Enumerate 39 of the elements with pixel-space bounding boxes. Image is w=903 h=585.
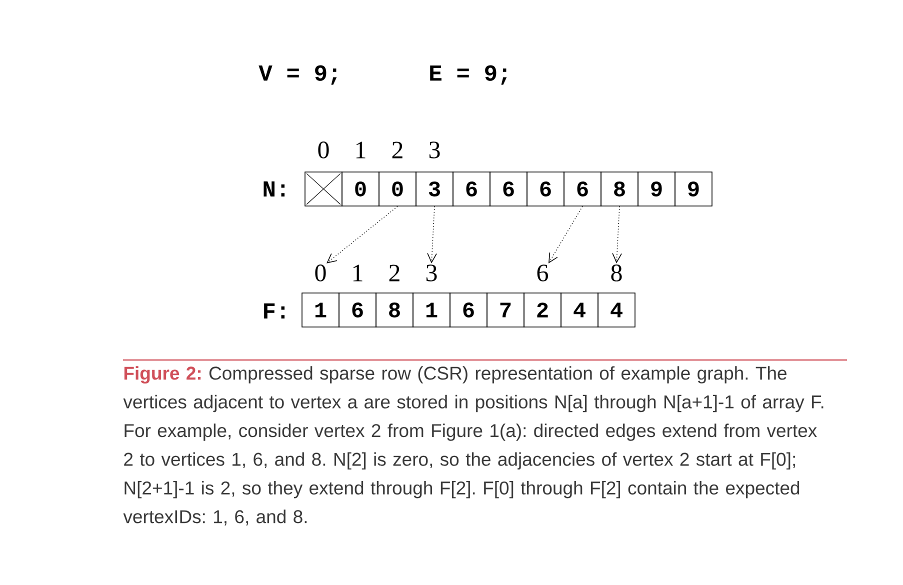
count-label: E = 9;: [430, 65, 507, 85]
crossed-cell: [304, 172, 342, 206]
pointer-arrow: [548, 206, 583, 264]
pointer-arrow: [612, 206, 622, 264]
array-cell: 6: [338, 292, 376, 328]
index-number: 1: [353, 264, 362, 282]
array-cell: 6: [526, 172, 564, 206]
array-label: N:: [264, 181, 285, 197]
index-number: 6: [537, 264, 548, 282]
count-label: V = 9;: [258, 65, 337, 85]
array-cell: 7: [486, 292, 524, 328]
index-number: 0: [315, 264, 326, 282]
array-cell: 8: [376, 292, 414, 328]
array-cell: 1: [302, 292, 340, 328]
index-number: 0: [318, 142, 329, 158]
array-cell: 0: [342, 172, 380, 206]
array-cell: 6: [452, 172, 490, 206]
index-number: 2: [392, 142, 402, 158]
index-number: 3: [429, 142, 440, 158]
array-cell: 8: [600, 172, 638, 206]
index-number: 8: [611, 264, 622, 282]
array-cell: 6: [450, 292, 488, 328]
index-number: 2: [389, 264, 400, 282]
array-cell: 6: [564, 172, 602, 206]
array-cell: 2: [524, 292, 562, 328]
array-cell: 1: [412, 292, 450, 328]
array-cell: 9: [638, 172, 676, 206]
array-cell: 0: [378, 172, 416, 206]
index-number: 3: [426, 264, 437, 282]
array-label: F:: [264, 303, 285, 319]
array-cell: 4: [598, 292, 636, 328]
array-cell: 6: [490, 172, 528, 206]
pointer-arrow: [326, 206, 398, 264]
array-cell: 4: [560, 292, 598, 328]
array-cell: 9: [674, 172, 712, 206]
pointer-arrow: [427, 206, 437, 264]
figure-caption: Figure 2: Compressed sparse row (CSR) representation of example graph. The vertices adjacent to vertex a are stored in positions N[a] through N[a+1]-1 of array F. For example, consider vertex 2 from Figure 1(a): directed edges extend from vertex 2 to vertices 1, 6, and 8. N[2] is zero, so the adjacencies of vertex 2 start at F[0]; N[2+1]-1 is 2, so they extend through F[2]. F[0] through F[2] contain the expected vertexIDs: 1, 6, and 8.: [123, 366, 824, 526]
index-number: 1: [356, 142, 366, 158]
array-cell: 3: [416, 172, 454, 206]
